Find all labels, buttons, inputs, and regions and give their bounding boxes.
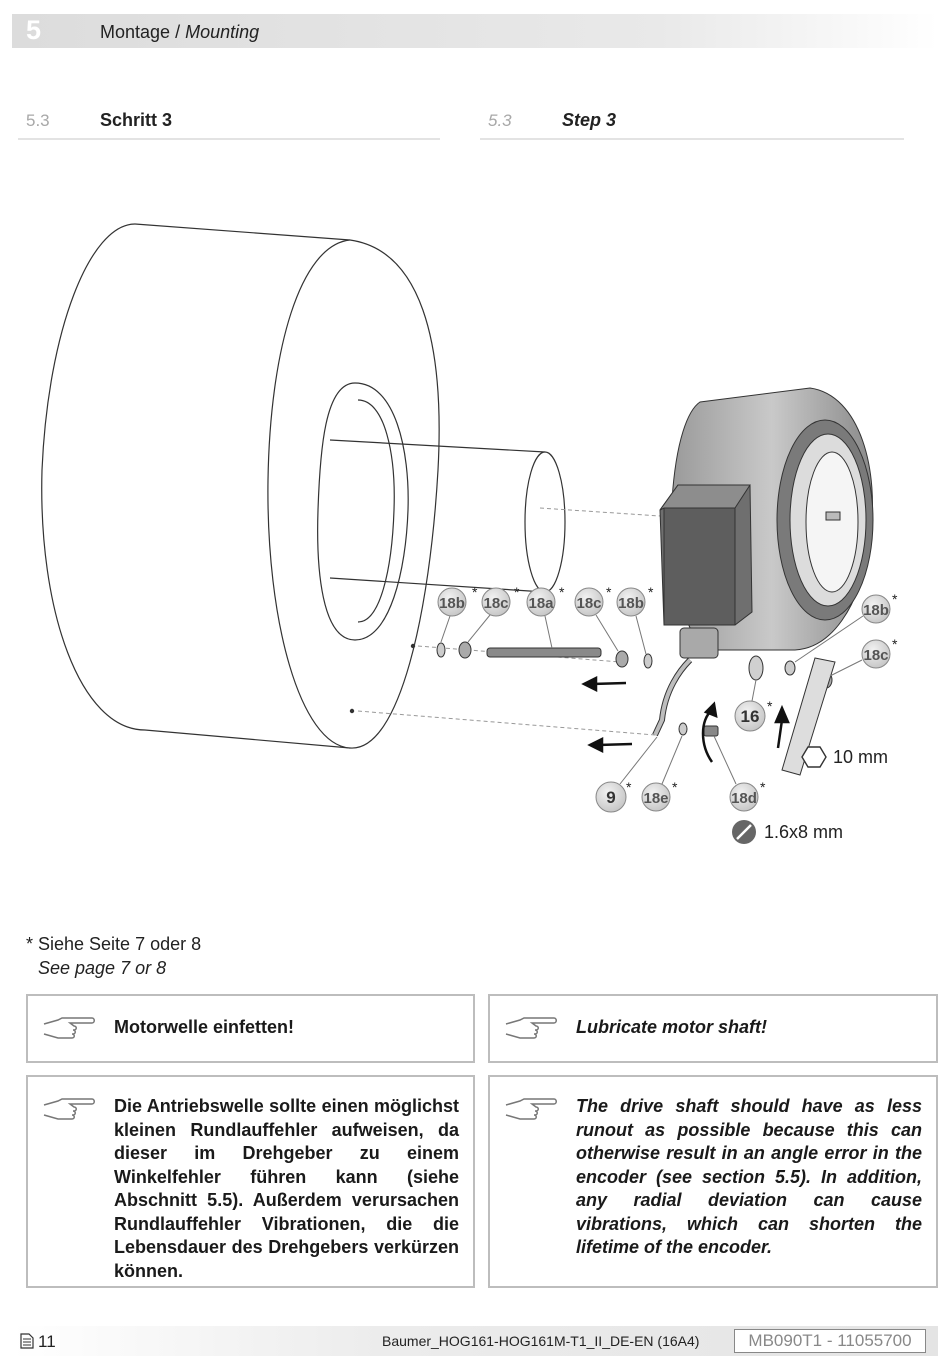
note-text-lubricate-en: Lubricate motor shaft! <box>576 1017 768 1037</box>
callout-18d: 18d * <box>713 735 766 812</box>
svg-text:18b: 18b <box>618 595 644 612</box>
motor-illustration <box>41 223 566 749</box>
section-title-en: Step 3 <box>562 110 617 130</box>
svg-text:*: * <box>606 584 612 600</box>
document-id: MB090T1 - 11055700 <box>734 1329 926 1353</box>
hex-nut-icon <box>801 746 827 768</box>
svg-text:*: * <box>767 698 773 714</box>
pointing-hand-icon <box>505 1098 557 1120</box>
callout-16: 16 * <box>734 679 773 732</box>
footnote-de: * Siehe Seite 7 oder 8 <box>26 934 202 954</box>
chapter-header: 5 Montage / Mounting <box>12 14 938 48</box>
svg-text:18c: 18c <box>863 647 888 664</box>
callout-18b-2: 18b * <box>616 584 654 655</box>
callout-9: 9 * <box>595 736 658 813</box>
note-box-lubricate-en: Lubricate motor shaft! <box>488 994 938 1063</box>
note-box-runout-en: The drive shaft should have as less runo… <box>488 1075 938 1288</box>
section-heading-de: 5.3 Schritt 3 <box>18 108 440 140</box>
chapter-title-de: Montage <box>100 22 171 42</box>
note-text-runout-en: The drive shaft should have as less runo… <box>576 1096 922 1257</box>
pointing-hand-icon <box>43 1098 95 1120</box>
svg-text:*: * <box>892 591 898 607</box>
svg-text:18b: 18b <box>439 595 465 612</box>
callout-18b-1: 18b * <box>437 584 478 643</box>
svg-text:18e: 18e <box>643 790 668 807</box>
svg-text:1.6x8 mm: 1.6x8 mm <box>764 822 843 842</box>
svg-text:*: * <box>892 636 898 652</box>
callout-18a: 18a * <box>526 584 565 649</box>
note-text-runout-de: Die Antriebswelle sollte einen möglichst… <box>114 1096 459 1281</box>
svg-text:*: * <box>648 584 654 600</box>
svg-text:*: * <box>514 584 520 600</box>
svg-text:18a: 18a <box>528 595 554 612</box>
svg-text:*: * <box>472 584 478 600</box>
svg-text:*: * <box>626 779 632 795</box>
callout-18b-3: 18b * <box>794 591 898 663</box>
callout-18c-3: 18c * <box>829 636 898 677</box>
footnote-en: See page 7 or 8 <box>38 958 167 978</box>
mounting-diagram: 18b * 18c * 18a * 18c * 18b * 18b * 18c … <box>41 223 898 844</box>
svg-text:9: 9 <box>606 788 615 807</box>
svg-text:*: * <box>559 584 565 600</box>
note-text-lubricate-de: Motorwelle einfetten! <box>114 1017 295 1037</box>
svg-text:18c: 18c <box>576 595 601 612</box>
chapter-title-en: Mounting <box>185 22 260 42</box>
note-box-lubricate-de: Motorwelle einfetten! <box>26 994 475 1063</box>
pointing-hand-icon <box>43 1017 95 1039</box>
section-number-en: 5.3 <box>488 111 512 130</box>
section-heading-en: 5.3 Step 3 <box>480 108 904 140</box>
section-title-de: Schritt 3 <box>100 110 173 130</box>
section-number-de: 5.3 <box>26 111 50 130</box>
svg-text:*: * <box>760 779 766 795</box>
chapter-number: 5 <box>26 15 42 45</box>
document-name: Baumer_HOG161-HOG161M-T1_II_DE-EN (16A4) <box>382 1333 700 1349</box>
callout-18c-2: 18c * <box>574 584 619 652</box>
callout-18e: 18e * <box>641 735 683 812</box>
document-icon <box>20 1333 34 1349</box>
svg-text:16: 16 <box>741 707 760 726</box>
pointing-hand-icon <box>505 1017 557 1039</box>
chapter-title: Montage / Mounting <box>100 22 260 42</box>
encoder-illustration <box>652 387 874 737</box>
svg-text:18c: 18c <box>483 595 508 612</box>
page-number: 11 <box>38 1332 56 1351</box>
callout-18c-1: 18c * <box>467 584 520 643</box>
page-footer: 11 Baumer_HOG161-HOG161M-T1_II_DE-EN (16… <box>12 1326 938 1356</box>
svg-text:*: * <box>672 779 678 795</box>
wrench-size-legend: 10 mm <box>801 746 888 768</box>
svg-text:18d: 18d <box>731 790 757 807</box>
note-box-runout-de: Die Antriebswelle sollte einen möglichst… <box>26 1075 475 1288</box>
fasteners <box>436 641 836 776</box>
svg-text:18b: 18b <box>863 602 889 619</box>
screwdriver-size-legend: 1.6x8 mm <box>732 820 843 844</box>
svg-text:10 mm: 10 mm <box>833 747 888 767</box>
